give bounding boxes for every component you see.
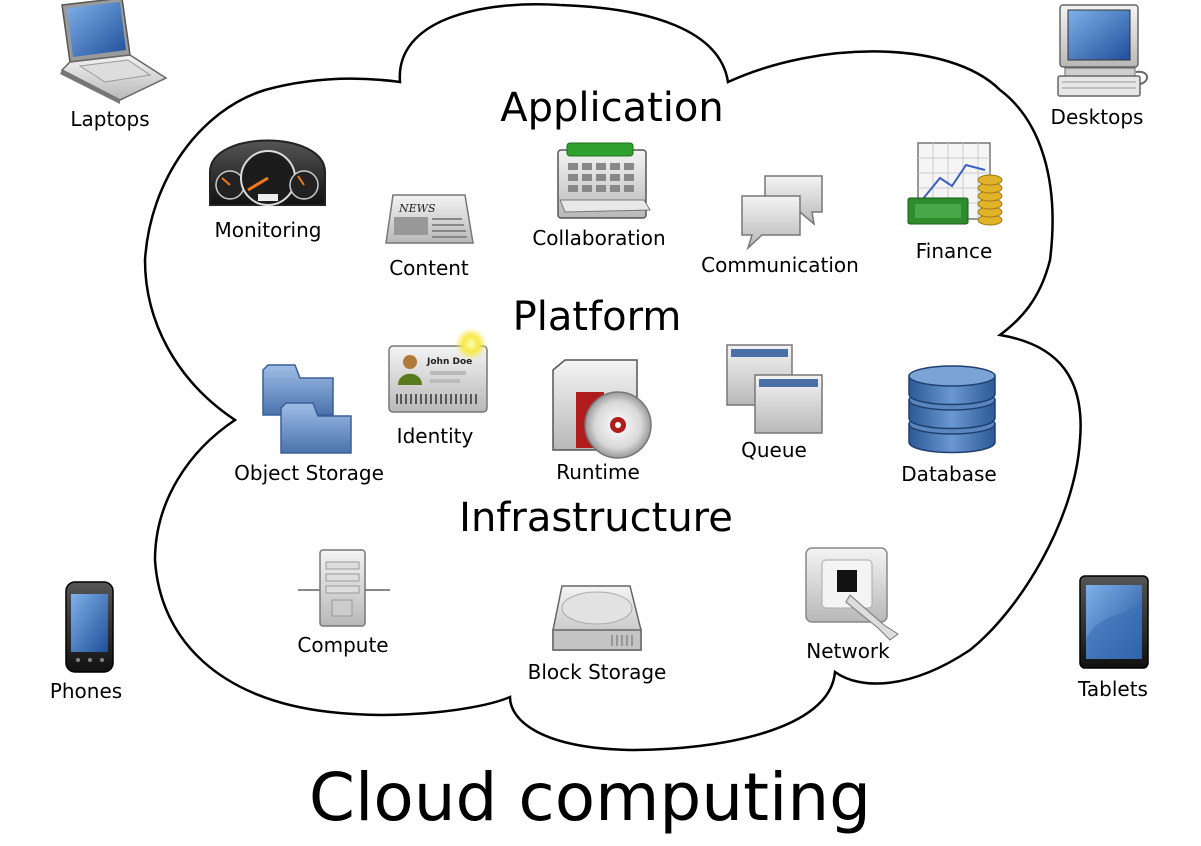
app-label-collaboration: Collaboration [532, 226, 665, 250]
layer-title-platform: Platform [513, 294, 682, 340]
platform-label-identity: Identity [397, 424, 474, 448]
platform-label-database: Database [901, 462, 996, 486]
device-label-laptops: Laptops [70, 107, 149, 131]
speech-bubbles-icon [741, 175, 823, 251]
laptop-icon [60, 0, 168, 104]
platform-label-runtime: Runtime [556, 460, 640, 484]
app-label-content: Content [389, 256, 469, 280]
layer-title-infrastructure: Infrastructure [459, 495, 733, 541]
tablet-icon [1079, 575, 1149, 669]
platform-label-object-storage: Object Storage [234, 461, 384, 485]
id-card-name: John Doe [426, 357, 472, 367]
app-label-communication: Communication [701, 253, 859, 277]
infra-label-block-storage: Block Storage [528, 660, 667, 684]
phone-icon [65, 581, 114, 673]
infra-label-compute: Compute [297, 633, 388, 657]
server-tower-icon [298, 549, 390, 627]
app-label-monitoring: Monitoring [215, 218, 322, 242]
infra-label-network: Network [806, 639, 890, 663]
newspaper-icon: NEWS [385, 194, 474, 244]
diagram-title: Cloud computing [309, 759, 871, 836]
database-icon [908, 365, 996, 454]
layer-title-application: Application [500, 85, 724, 131]
queue-icon [726, 344, 823, 434]
calendar-icon [557, 142, 651, 219]
device-label-phones: Phones [50, 679, 122, 703]
desktop-icon [1057, 4, 1148, 97]
platform-label-queue: Queue [741, 438, 807, 462]
newspaper-masthead: NEWS [398, 202, 436, 215]
finance-icon [907, 142, 1003, 226]
network-jack-icon [805, 547, 899, 641]
device-label-tablets: Tablets [1077, 677, 1148, 701]
monitoring-icon [209, 139, 326, 206]
folders-icon [262, 364, 352, 454]
app-label-finance: Finance [916, 239, 993, 263]
id-card-icon: John Doe [388, 328, 488, 413]
cloud-outline [143, 3, 1082, 752]
device-label-desktops: Desktops [1051, 105, 1144, 129]
runtime-icon [552, 359, 652, 459]
hard-drive-icon [552, 585, 642, 651]
